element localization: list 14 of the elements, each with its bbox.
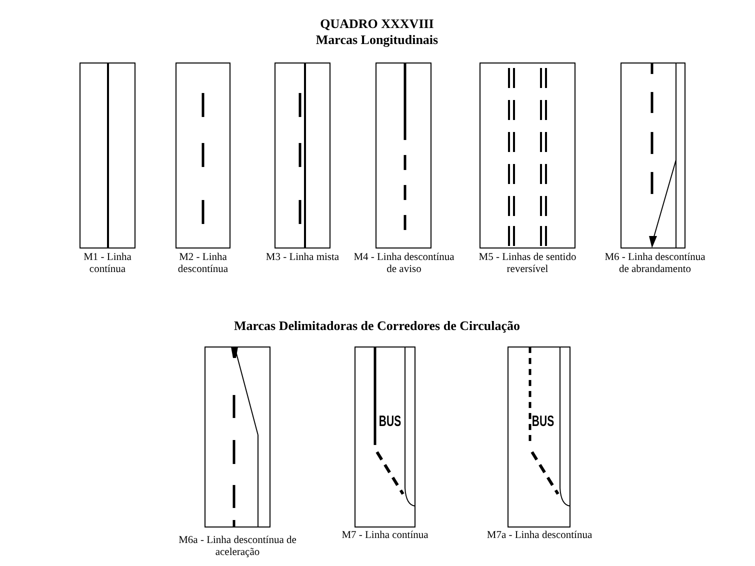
panel-caption: M3 - Linha mista: [264, 252, 340, 264]
panel-caption: M1 - Linha contínua: [82, 252, 132, 276]
panel-caption: M6a - Linha descontínua de aceleração: [178, 535, 298, 559]
diagram-title: QUADRO XXXVIII: [319, 16, 435, 31]
section-heading: Marcas Longitudinais: [314, 32, 440, 47]
section-heading: Marcas Delimitadoras de Corredores de Circulação: [232, 318, 522, 333]
panel-caption: M6 - Linha descontínua de abrandamento: [604, 252, 706, 276]
road-text: BUS: [378, 414, 402, 430]
panel-caption: M5 - Linhas de sentido reversível: [478, 252, 578, 276]
road-text: BUS: [530, 414, 556, 430]
panel-caption: M2 - Linha descontínua: [176, 252, 230, 276]
panel-caption: M7 - Linha contínua: [340, 530, 430, 542]
panel-caption: M4 - Linha descontínua de aviso: [352, 252, 456, 276]
panel-caption: M7a - Linha descontínua: [486, 530, 594, 542]
